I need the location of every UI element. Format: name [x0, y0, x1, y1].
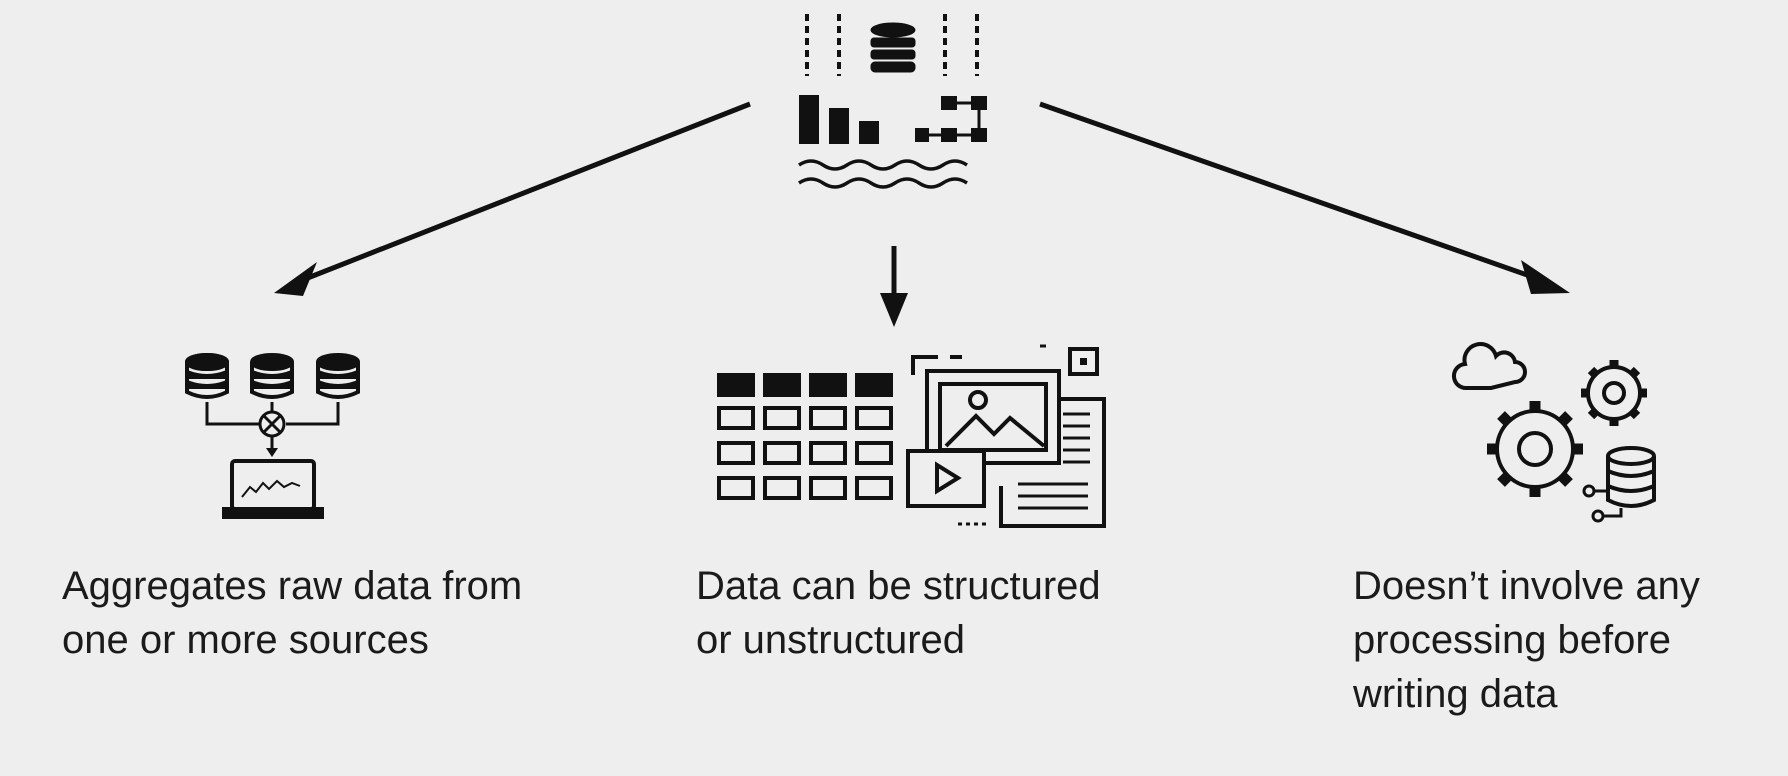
- caption-line: Aggregates raw data from: [62, 564, 523, 608]
- arrowhead-middle: [880, 293, 908, 327]
- video-play-icon: [906, 449, 986, 526]
- database-icon: [870, 22, 916, 73]
- caption-line: Data can be structured: [696, 564, 1101, 608]
- data-aggregation-icon: [185, 353, 360, 519]
- caption-line: one or more sources: [62, 618, 429, 662]
- caption-line: or unstructured: [696, 618, 966, 662]
- caption-no-processing: Doesn’t involve any processing before wr…: [1353, 559, 1700, 721]
- database-icon: [316, 353, 360, 399]
- laptop-icon: [222, 459, 324, 519]
- caption-line: processing before: [1353, 618, 1671, 662]
- database-icon: [1606, 446, 1656, 508]
- caption-line: Doesn’t involve any: [1353, 564, 1700, 608]
- document-icon: [999, 397, 1106, 528]
- caption-structured-or-unstructured: Data can be structured or unstructured: [696, 559, 1101, 667]
- gear-icon: [1487, 401, 1583, 497]
- cloud-icon: [1452, 342, 1527, 391]
- gear-icon: [1581, 360, 1647, 426]
- database-icon: [185, 353, 229, 399]
- arrows: [299, 101, 1531, 300]
- caption-line: writing data: [1353, 672, 1558, 716]
- database-icon: [250, 353, 294, 399]
- arrow-right: [1039, 101, 1531, 279]
- bar-chart-icon: [799, 95, 879, 144]
- structured-unstructured-data-icon: [717, 344, 1106, 528]
- table-icon: [717, 373, 893, 500]
- data-lake-icon: [798, 14, 987, 189]
- arrow-left: [299, 101, 751, 284]
- caption-aggregates-raw-data: Aggregates raw data from one or more sou…: [62, 559, 522, 667]
- flowchart-icon: [915, 96, 987, 142]
- arrowhead-left: [274, 262, 317, 296]
- no-processing-gears-icon: [1452, 342, 1656, 523]
- waves-icon: [798, 159, 968, 189]
- arrowheads: [274, 260, 1570, 327]
- arrowhead-right: [1521, 260, 1570, 294]
- image-icon: [911, 344, 1099, 465]
